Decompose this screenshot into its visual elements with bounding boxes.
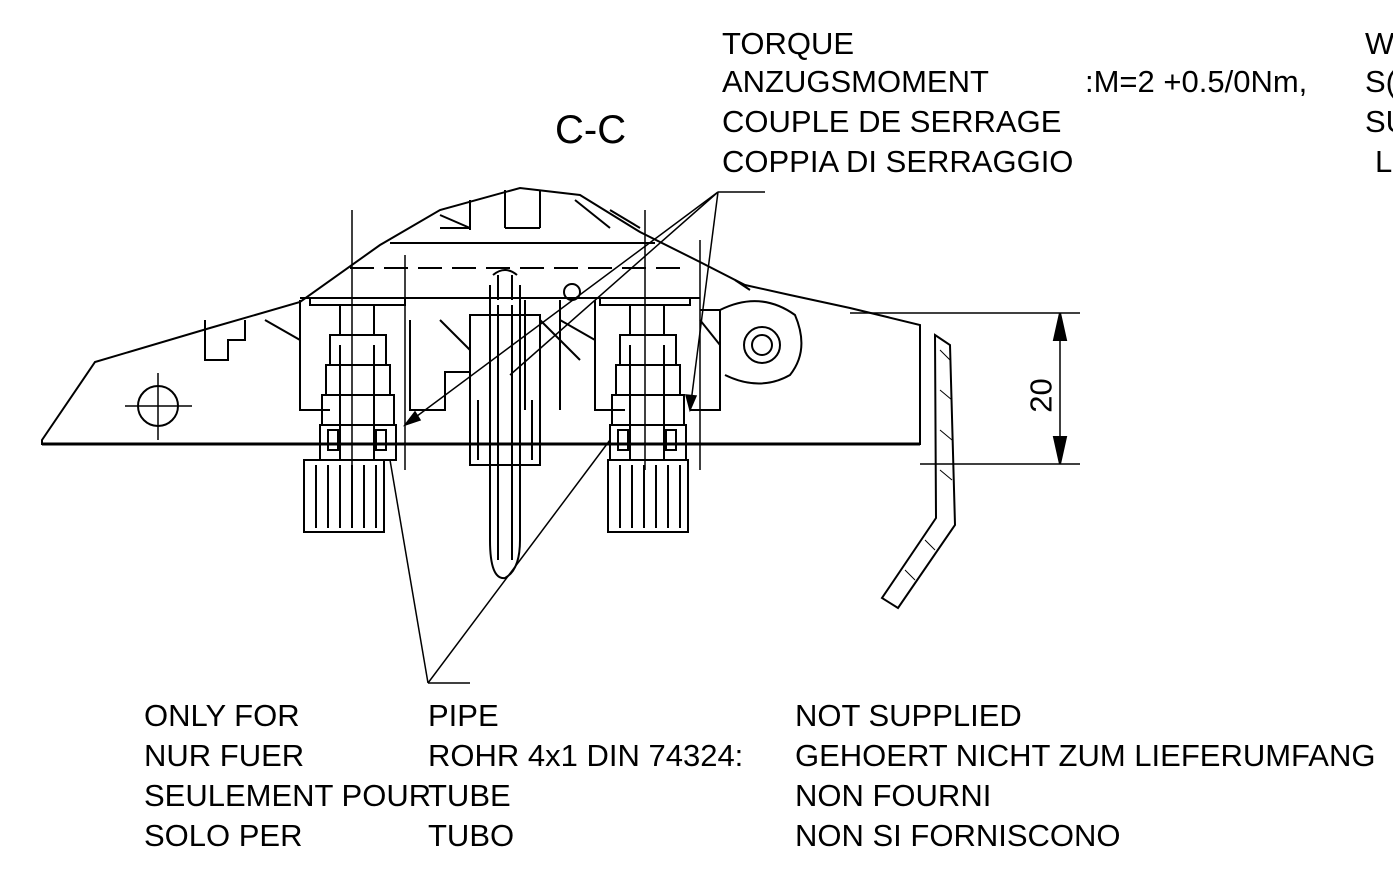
note-col2-1: PIPE <box>428 698 499 733</box>
torque-cut-3: SU <box>1365 104 1393 139</box>
note-col1-1: ONLY FOR <box>144 698 300 733</box>
note-col1-3: SEULEMENT POUR <box>144 778 432 813</box>
mounting-hole-left <box>125 373 192 440</box>
note-col3-2: GEHOERT NICHT ZUM LIEFERUMFANG <box>795 738 1376 773</box>
dimension-20 <box>850 312 1080 465</box>
note-col3-3: NON FOURNI <box>795 778 992 813</box>
torque-cut-1: W <box>1365 26 1393 61</box>
torque-line-4: COPPIA DI SERRAGGIO <box>722 144 1074 179</box>
note-col2-2: ROHR 4x1 DIN 74324: <box>428 738 744 773</box>
inner-walls <box>204 279 751 411</box>
note-col1-4: SOLO PER <box>144 818 303 853</box>
housing-outline <box>41 186 921 445</box>
note-col2-4: TUBO <box>428 818 515 853</box>
torque-cut-4: L <box>1375 144 1393 179</box>
connector-left <box>303 304 397 533</box>
note-col2-3: TUBE <box>428 778 511 813</box>
center-lines <box>351 210 701 470</box>
center-pipe <box>469 269 541 580</box>
note-col3-4: NON SI FORNISCONO <box>795 818 1121 853</box>
note-col3-1: NOT SUPPLIED <box>795 698 1022 733</box>
torque-leader-lines <box>402 191 765 427</box>
torque-line-2: ANZUGSMOMENT <box>722 64 989 99</box>
note-col1-2: NUR FUER <box>144 738 305 773</box>
dimension-value: 20 <box>1023 378 1059 413</box>
torque-line-3: COUPLE DE SERRAGE <box>722 104 1062 139</box>
mounting-lug-right <box>719 300 803 385</box>
top-ribs <box>350 190 690 269</box>
connector-right <box>607 304 689 533</box>
section-label: C-C <box>555 108 627 152</box>
bracket <box>880 333 957 610</box>
torque-value: :M=2 +0.5/0Nm, <box>1085 64 1308 99</box>
pipe-leader-lines <box>389 439 611 684</box>
torque-line-1: TORQUE <box>722 26 855 61</box>
torque-cut-2: S( <box>1365 64 1393 99</box>
